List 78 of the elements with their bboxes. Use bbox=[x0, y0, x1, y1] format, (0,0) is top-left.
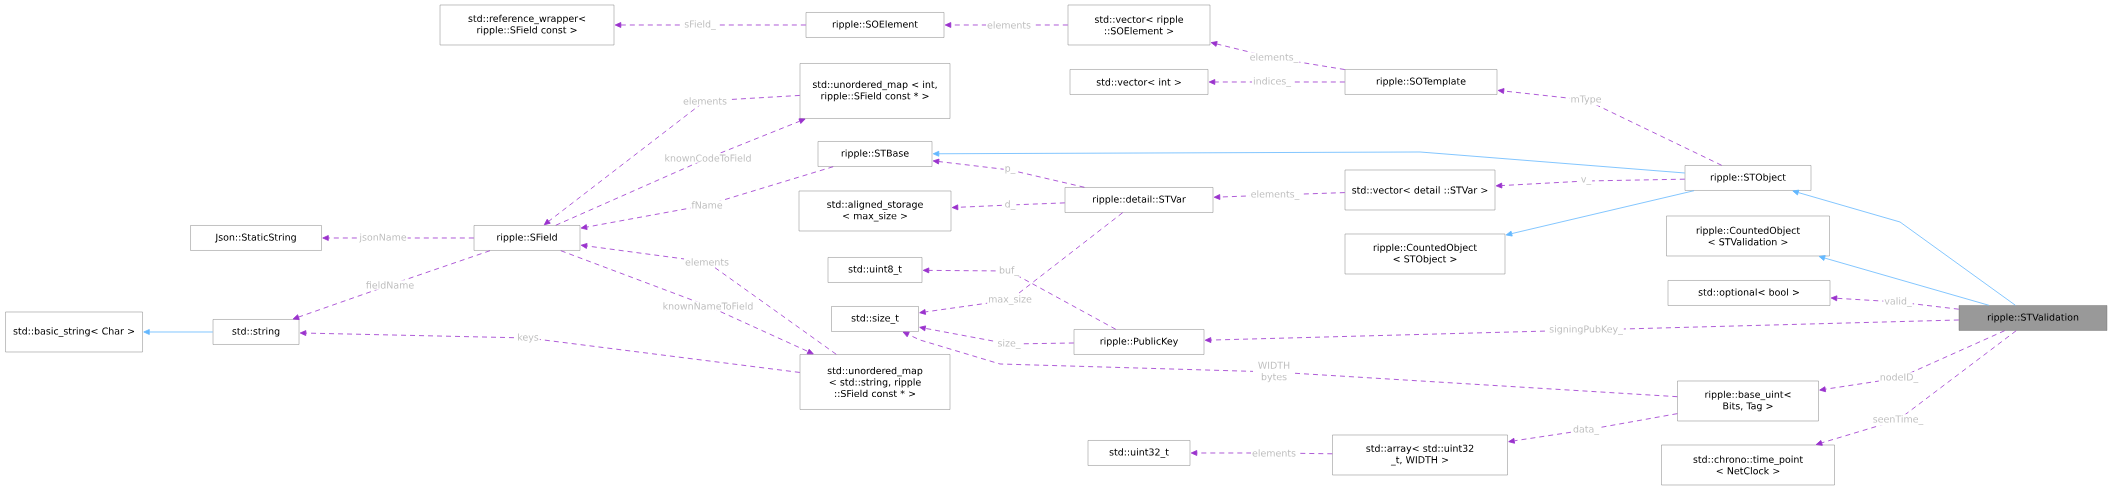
edge-label: data_ bbox=[1572, 424, 1601, 436]
edge-label: elements bbox=[1251, 448, 1297, 458]
dashed-arrow bbox=[1495, 178, 1686, 189]
inheritance-arrow bbox=[1818, 255, 1990, 306]
dashed-arrow bbox=[1508, 413, 1678, 444]
edge-label: indices_ bbox=[1252, 76, 1292, 88]
dashed-arrow bbox=[555, 118, 806, 226]
dashed-arrow bbox=[580, 166, 834, 230]
edge-label: signingPubKey_ bbox=[1548, 324, 1624, 336]
inheritance-arrow bbox=[143, 329, 214, 335]
class-box: Json::StaticString bbox=[190, 225, 322, 251]
edge-label: v_ bbox=[1579, 176, 1593, 186]
class-box: ripple::PublicKey bbox=[1073, 329, 1205, 355]
edge-label: nodeID_ bbox=[1878, 372, 1920, 384]
class-box: ripple::SField bbox=[473, 225, 581, 251]
edge-label: seenTime_ bbox=[1871, 414, 1925, 426]
class-box: std::uint8_t bbox=[827, 257, 923, 283]
dashed-arrow bbox=[580, 243, 837, 355]
edge-label: knownCodeToField bbox=[663, 153, 753, 163]
edge-label: size_ bbox=[996, 338, 1022, 350]
inheritance-arrow bbox=[932, 150, 1686, 174]
edge-label: sField_ bbox=[683, 19, 717, 31]
class-box: ripple::CountedObject < STValidation > bbox=[1666, 215, 1830, 257]
edge-label: elements bbox=[684, 257, 730, 267]
class-box: ripple::STObject bbox=[1684, 165, 1812, 191]
highlighted-class-box: ripple::STValidation bbox=[1958, 305, 2108, 331]
dashed-arrow bbox=[614, 22, 807, 28]
class-box: std::vector< ripple ::SOElement > bbox=[1067, 4, 1211, 46]
class-box: ripple::STBase bbox=[817, 141, 933, 167]
dashed-arrow bbox=[1819, 330, 2006, 393]
dashed-arrow bbox=[1815, 330, 2017, 446]
class-box: std::string bbox=[212, 319, 300, 345]
edge-label: mType bbox=[1569, 94, 1603, 106]
edge-label: keys bbox=[516, 332, 540, 344]
class-box: std::reference_wrapper< ripple::SField const > bbox=[439, 4, 615, 46]
class-box: std::uint32_t bbox=[1087, 440, 1191, 466]
dashed-arrow bbox=[919, 325, 1075, 345]
class-box: ripple::SOTemplate bbox=[1344, 69, 1498, 95]
class-box: std::vector< detail ::STVar > bbox=[1344, 169, 1496, 211]
dashed-arrow bbox=[1830, 295, 1960, 310]
dashed-arrow bbox=[299, 330, 801, 373]
edge-label: buf_ bbox=[998, 265, 1021, 277]
dashed-arrow bbox=[922, 267, 1117, 330]
class-box: ripple::CountedObject < STObject > bbox=[1344, 233, 1506, 275]
dashed-arrow bbox=[932, 158, 1085, 188]
class-box: std::size_t bbox=[831, 306, 919, 332]
class-box: std::unordered_map < int, ripple::SField const * > bbox=[799, 63, 951, 119]
edge-label: fName bbox=[690, 200, 724, 210]
edge-label: jsonName bbox=[358, 232, 408, 244]
edge-label: fieldName bbox=[364, 280, 416, 290]
inheritance-arrow bbox=[1792, 189, 2016, 306]
class-box: ripple::base_uint< Bits, Tag > bbox=[1677, 380, 1819, 422]
class-box: std::basic_string< Char > bbox=[5, 311, 143, 353]
class-box: std::unordered_map < std::string, ripple ::SField const * > bbox=[799, 354, 951, 410]
inheritance-arrow bbox=[1505, 190, 1695, 237]
dashed-arrow bbox=[543, 95, 801, 226]
edge-label: elements_ bbox=[1248, 52, 1300, 64]
edge-label: elements_ bbox=[1249, 189, 1301, 201]
class-box: std::aligned_storage < max_size > bbox=[798, 190, 952, 232]
class-box: ripple::SOElement bbox=[805, 12, 945, 38]
class-box: ripple::detail::STVar bbox=[1064, 187, 1214, 213]
dashed-arrow bbox=[902, 331, 1678, 398]
dashed-arrow bbox=[292, 250, 491, 320]
dashed-arrow bbox=[1204, 319, 1960, 343]
dashed-arrow bbox=[1497, 88, 1723, 166]
edge-label: knownNameToField bbox=[661, 301, 755, 311]
class-box: std::optional< bool > bbox=[1667, 280, 1831, 306]
dashed-arrow bbox=[951, 202, 1066, 211]
edge-label: elements bbox=[682, 96, 728, 106]
edge-label: elements bbox=[986, 20, 1032, 30]
class-box: std::chrono::time_point < NetClock > bbox=[1661, 444, 1835, 486]
edge-label: max_size bbox=[987, 294, 1033, 306]
class-box: std::array< std::uint32 _t, WIDTH > bbox=[1332, 434, 1508, 476]
edge-label: valid_ bbox=[1883, 296, 1913, 308]
dashed-arrow bbox=[919, 212, 1124, 315]
edge-label: WIDTH bytes bbox=[1253, 360, 1295, 384]
class-box: std::vector< int > bbox=[1069, 69, 1209, 95]
dashed-arrow bbox=[560, 250, 814, 355]
